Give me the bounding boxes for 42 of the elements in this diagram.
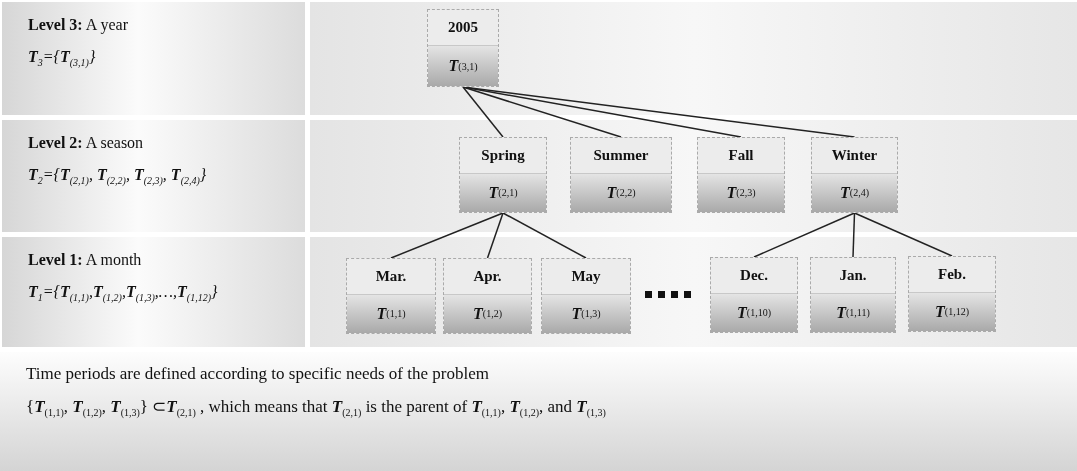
period-name: Apr. — [472, 266, 503, 286]
time-period-box — [541, 258, 631, 334]
connector-line — [853, 212, 953, 257]
level-set-formula: T$_{2}$={T$_{(2,1)}$, T$_{(2,2)}$, T$_{(2,3)}$, T$_{(2,4)}$} — [28, 166, 208, 187]
level-set-formula: T$_{1}$={T$_{(1,1)}$,T$_{(1,2)}$,T$_{(1,3)}$,…,T$_{(1,12)}$} — [28, 283, 219, 304]
level-title: Level 1: A month — [28, 251, 143, 269]
period-name: Summer — [592, 145, 650, 165]
connector-line — [502, 212, 587, 259]
time-period-box — [427, 9, 499, 87]
period-name: Winter — [830, 145, 879, 165]
period-name: Fall — [727, 145, 755, 165]
connector-line — [852, 212, 856, 258]
level-set-formula: T$_{3}$={T$_{(3,1)}$} — [28, 48, 97, 69]
period-name: Dec. — [739, 265, 769, 285]
connector-line — [462, 86, 622, 138]
period-name: Spring — [480, 145, 526, 165]
note-text: Time periods are defined according to specific needs of the problem — [26, 364, 490, 384]
time-period-box — [346, 258, 436, 334]
period-name: Jan. — [838, 265, 868, 285]
time-period-box — [570, 137, 672, 213]
time-period-box — [443, 258, 532, 334]
level-panel — [2, 237, 305, 347]
time-period-box — [697, 137, 785, 213]
period-name: May — [570, 266, 602, 286]
level-panel — [2, 2, 305, 115]
time-period-box — [810, 257, 896, 333]
time-period-box — [908, 256, 996, 332]
level-title: Level 2: A season — [28, 134, 145, 152]
period-name: Feb. — [937, 264, 967, 284]
connector-line — [462, 86, 856, 138]
period-name: 2005 — [447, 18, 479, 38]
time-period-box — [710, 257, 798, 333]
level-panel — [2, 120, 305, 232]
connector-line — [753, 212, 856, 258]
level-title: Level 3: A year — [28, 16, 129, 34]
time-period-box — [459, 137, 547, 213]
time-period-box — [811, 137, 898, 213]
connector-line — [390, 212, 504, 259]
connector-line — [462, 86, 504, 138]
connector-line — [486, 212, 504, 259]
period-name: Mar. — [374, 266, 408, 286]
subset-formula: {T$_{(1,1)}$, T$_{(1,2)}$, T$_{(1,3)}$} ⊂T$_{(2,1)}$ , which means that T$_{(2,1)}$ is the parent of T$_{(1,1)}$, T$_{(1,2)}$, and T$_{(1,3)}$ — [26, 396, 607, 419]
